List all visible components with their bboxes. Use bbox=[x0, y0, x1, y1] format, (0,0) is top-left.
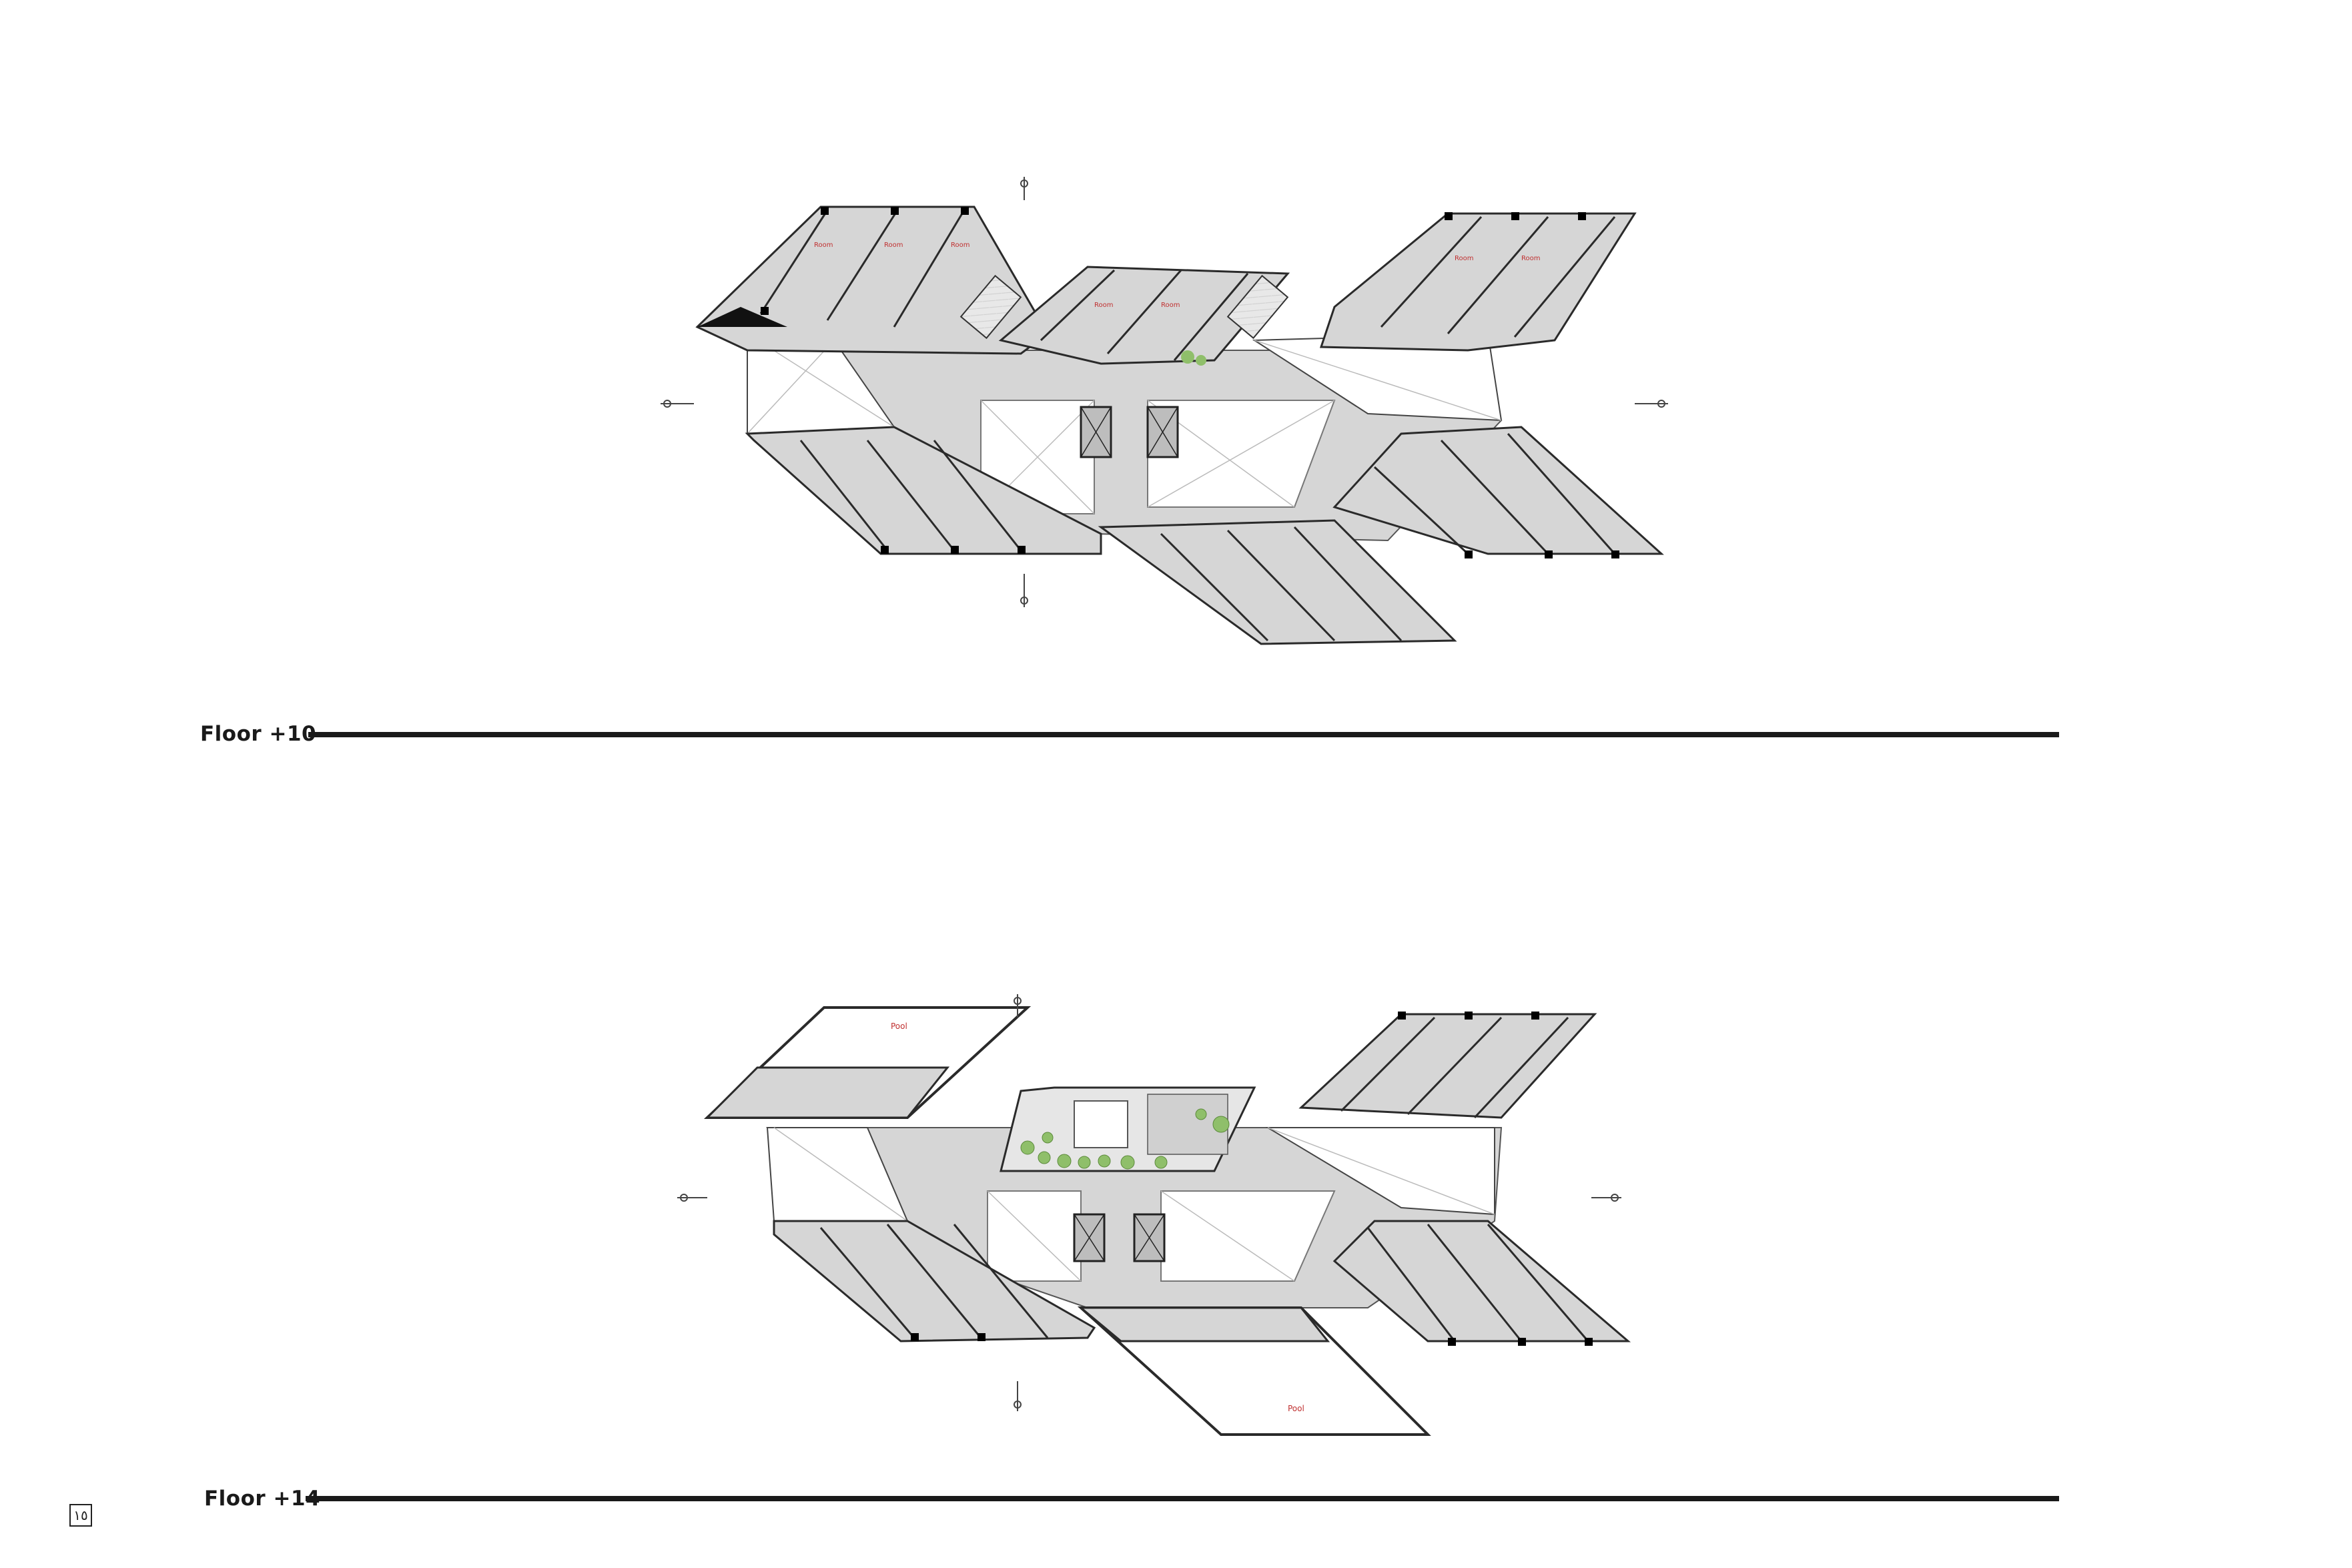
floor-14-label: Floor +14 bbox=[204, 1487, 321, 1511]
central-core bbox=[745, 350, 1503, 542]
floor-14-plan: Pool bbox=[0, 754, 2352, 1455]
lower-left-wing bbox=[745, 426, 1102, 555]
svg-text:Room: Room bbox=[951, 242, 969, 249]
lower-pool-deck: Pool bbox=[1077, 1306, 1431, 1436]
section-markers-14 bbox=[677, 994, 1621, 1411]
lower-left-wing-14 bbox=[773, 1220, 1096, 1342]
svg-text:Room: Room bbox=[814, 242, 833, 249]
lower-middle-wing bbox=[1098, 519, 1457, 645]
svg-text:Room: Room bbox=[1161, 302, 1180, 309]
svg-text:Room: Room bbox=[1094, 302, 1113, 309]
svg-text:Room: Room bbox=[884, 242, 903, 249]
upper-left-wing: Room Room Room bbox=[695, 206, 1049, 355]
pool-label-bottom: Pool bbox=[1288, 1404, 1304, 1413]
floor-14-drawing: Pool bbox=[677, 994, 1631, 1436]
lower-right-wing-14 bbox=[1332, 1220, 1631, 1346]
upper-right-wing-14 bbox=[1298, 1012, 1597, 1119]
pool-label-top: Pool bbox=[891, 1022, 907, 1031]
svg-text:Room: Room bbox=[1521, 255, 1540, 262]
floor-10-plan: Room Room Room Room Room bbox=[0, 0, 2352, 667]
svg-text:Room: Room bbox=[1455, 255, 1473, 262]
floor-10-drawing: Room Room Room Room Room bbox=[661, 177, 1668, 645]
section-markers bbox=[661, 177, 1668, 607]
lower-right-wing bbox=[1332, 426, 1664, 558]
upper-left-pool-deck: Pool bbox=[703, 1006, 1032, 1119]
central-core-14 bbox=[766, 1127, 1503, 1308]
upper-middle-wing: Room Room bbox=[959, 266, 1290, 366]
floor-10-label: Floor +10 bbox=[200, 722, 317, 746]
floor-14-divider bbox=[306, 1496, 2059, 1501]
page-number: ١٥ bbox=[69, 1504, 92, 1527]
roof-garden bbox=[1000, 1086, 1256, 1172]
upper-right-wing: Room Room bbox=[1319, 212, 1637, 352]
floor-10-divider bbox=[308, 732, 2059, 737]
